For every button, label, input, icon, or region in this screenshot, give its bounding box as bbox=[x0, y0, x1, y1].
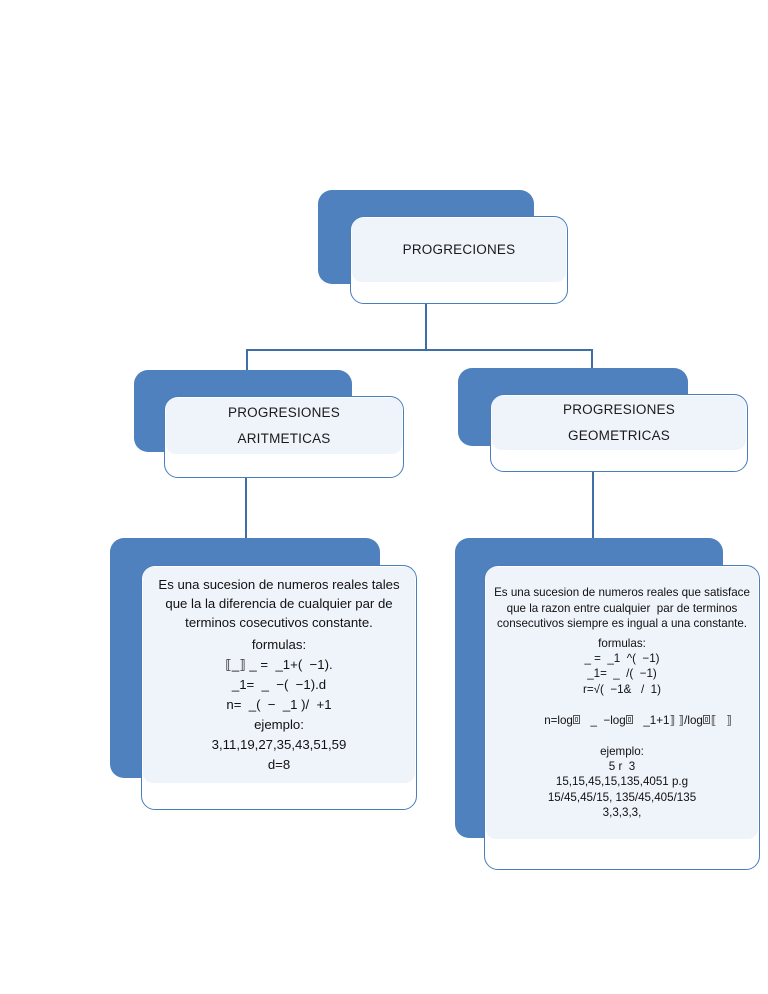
detail-geometricas-text: Es una sucesion de numeros reales que sa… bbox=[486, 585, 758, 820]
connector-horizontal-bar bbox=[246, 349, 593, 351]
detail-geometricas-example-4: 3,3,3,3, bbox=[602, 806, 642, 820]
detail-geometricas-panel: Es una sucesion de numeros reales que sa… bbox=[486, 567, 758, 839]
connector-aritmeticas-to-detail bbox=[245, 478, 247, 539]
detail-geometricas-example-1: 5 r 3 bbox=[608, 759, 636, 773]
detail-geometricas-formula-3: r=√( −1& / 1) bbox=[583, 682, 661, 696]
root-label: PROGRECIONES bbox=[402, 241, 516, 257]
connector-drop-left bbox=[246, 349, 248, 377]
geometricas-label-line1: PROGRESIONES bbox=[563, 401, 675, 417]
aritmeticas-label-line1: PROGRESIONES bbox=[228, 404, 340, 420]
connector-root-stem bbox=[425, 303, 427, 350]
detail-geometricas-description: Es una sucesion de numeros reales que sa… bbox=[494, 586, 754, 631]
missing-glyph-icon bbox=[703, 715, 711, 725]
detail-aritmeticas-formula-2: _1= _ −( −1).d bbox=[231, 677, 327, 693]
detail-geometricas-example-2: 15,15,45,15,135,4051 p.g bbox=[555, 775, 689, 789]
detail-aritmeticas-description: Es una sucesion de numeros reales tales … bbox=[158, 576, 404, 630]
connector-geometricas-to-detail bbox=[592, 472, 594, 539]
detail-aritmeticas-example-1: 3,11,19,27,35,43,51,59 bbox=[211, 737, 347, 753]
geometricas-panel: PROGRESIONES GEOMETRICAS bbox=[492, 396, 746, 450]
aritmeticas-panel: PROGRESIONES ARITMETICAS bbox=[166, 398, 402, 454]
missing-glyph-icon bbox=[626, 715, 634, 725]
detail-aritmeticas-text: Es una sucesion de numeros reales tales … bbox=[143, 575, 415, 776]
detail-aritmeticas-example-label: ejemplo: bbox=[254, 717, 304, 733]
detail-geometricas-formula-1: _ = _1 ^( −1) bbox=[584, 652, 660, 666]
detail-aritmeticas-formula-1: ⟦_⟧ _ = _1+( −1). bbox=[225, 657, 333, 673]
detail-geometricas-formula-2: _1= _ /( −1) bbox=[587, 667, 657, 681]
log-formula-part3: _1+1⟧ ⟧/log bbox=[633, 713, 703, 727]
detail-aritmeticas-formulas-label: formulas: bbox=[251, 636, 307, 652]
log-formula-part4: ⟦ ⟧ bbox=[710, 713, 733, 727]
missing-glyph-icon bbox=[573, 715, 581, 725]
detail-geometricas-example-3: 15/45,45/15, 135/45,405/135 bbox=[547, 790, 697, 804]
detail-geometricas-example-label: ejemplo: bbox=[600, 744, 644, 758]
geometricas-label-line2: GEOMETRICAS bbox=[568, 428, 670, 443]
detail-aritmeticas-example-2: d=8 bbox=[267, 757, 291, 773]
connector-drop-right bbox=[591, 349, 593, 377]
log-formula-part1: n=log bbox=[544, 713, 573, 727]
aritmeticas-label-line2: ARITMETICAS bbox=[237, 431, 331, 446]
detail-geometricas-formula-log: n=log _ −log _1+1⟧ ⟧/log ⟦ ⟧ bbox=[492, 697, 752, 743]
log-formula-part2: _ −log bbox=[580, 713, 626, 727]
detail-aritmeticas-formula-3: n= _( − _1 )/ +1 bbox=[226, 697, 332, 713]
detail-aritmeticas-panel: Es una sucesion de numeros reales tales … bbox=[143, 567, 415, 783]
detail-geometricas-formulas-label: formulas: bbox=[598, 636, 646, 650]
root-panel: PROGRECIONES bbox=[352, 218, 566, 282]
